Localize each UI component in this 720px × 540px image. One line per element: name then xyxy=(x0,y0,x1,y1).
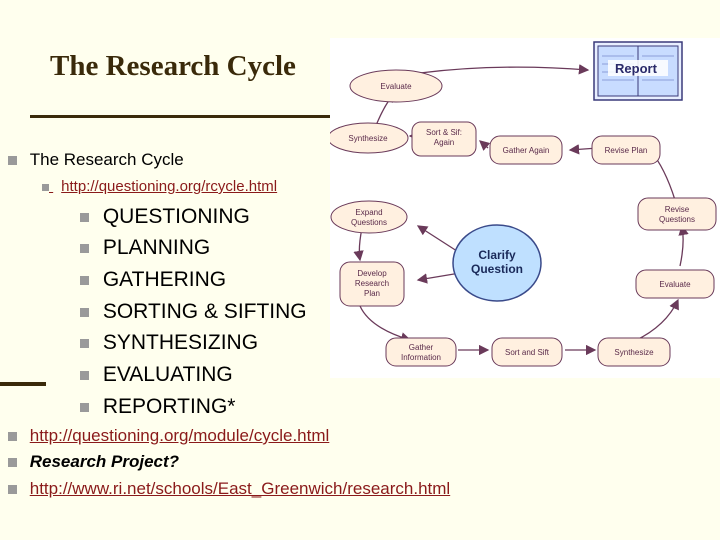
bullet-square-icon xyxy=(80,402,89,412)
bullet-square-icon xyxy=(80,212,89,222)
slide-title: The Research Cycle xyxy=(50,50,296,82)
node-evaluate-top xyxy=(349,69,443,103)
label-expand-questions-2: Questions xyxy=(351,218,387,227)
label-revise-plan: Revise Plan xyxy=(605,146,648,155)
label-evaluate-right: Evaluate xyxy=(659,280,691,289)
bullet-square-icon xyxy=(8,432,17,442)
label-clarify-2: Question xyxy=(471,262,523,276)
link-east-greenwich[interactable]: http://www.ri.net/schools/East_Greenwich… xyxy=(8,479,450,499)
cycle-diagram-svg: Report Evaluate Synthesiz xyxy=(330,41,717,367)
label-sort-sift-again-1: Sort & Sif: xyxy=(426,128,462,137)
label-evaluate-top: Evaluate xyxy=(380,82,412,91)
left-divider xyxy=(0,382,46,386)
node-develop-plan xyxy=(339,261,405,307)
node-gather-again xyxy=(489,135,563,165)
link-text[interactable]: http://www.ri.net/schools/East_Greenwich… xyxy=(29,479,451,498)
research-cycle-diagram: Report Evaluate Synthesiz xyxy=(330,38,720,378)
bullet-square-icon xyxy=(80,275,89,285)
stage-label: PLANNING xyxy=(102,236,211,259)
bullet-research-project: Research Project? xyxy=(8,452,179,472)
arrow-evaluate-revisequestions xyxy=(678,224,689,267)
report-book-icon: Report xyxy=(593,41,683,101)
node-synthesize-top xyxy=(330,122,409,154)
report-label: Report xyxy=(615,61,658,76)
label-synthesize-bottom: Synthesize xyxy=(614,348,654,357)
stage-sorting-sifting: SORTING & SIFTING xyxy=(80,300,307,324)
stage-synthesizing: SYNTHESIZING xyxy=(80,331,258,355)
title-divider xyxy=(30,115,330,118)
label-revise-questions-2: Questions xyxy=(659,215,695,224)
bullet-square-icon xyxy=(8,485,17,495)
bullet-research-cycle: The Research Cycle xyxy=(8,150,184,170)
stage-label: QUESTIONING xyxy=(102,205,250,228)
stage-label: SYNTHESIZING xyxy=(102,331,259,354)
link-module-cycle[interactable]: http://questioning.org/module/cycle.html xyxy=(8,426,329,446)
node-expand-questions xyxy=(330,200,408,234)
node-gather-information xyxy=(385,337,457,367)
bullet-square-icon xyxy=(80,307,89,317)
stage-label: REPORTING* xyxy=(102,395,236,418)
node-evaluate-right xyxy=(635,269,715,299)
arrow-plan-gather xyxy=(359,305,412,343)
label-expand-questions-1: Expand xyxy=(355,208,382,217)
bullet-square-icon xyxy=(80,338,89,348)
bullet-text: The Research Cycle xyxy=(29,150,184,169)
arrow-synthesize-evaluate-right xyxy=(629,298,679,344)
stage-questioning: QUESTIONING xyxy=(80,205,250,229)
stage-planning: PLANNING xyxy=(80,236,210,260)
arrow-clarify-expand xyxy=(416,225,461,254)
node-revise-plan xyxy=(591,135,661,165)
stage-label: GATHERING xyxy=(102,268,227,291)
label-clarify-1: Clarify xyxy=(478,248,516,262)
cycle-arrows xyxy=(353,64,689,356)
bullet-square-icon xyxy=(80,243,89,253)
stage-gathering: GATHERING xyxy=(80,268,226,292)
link-text[interactable]: http://questioning.org/rcycle.html xyxy=(61,178,278,195)
label-sort-sift-again-2: Again xyxy=(434,138,454,147)
bullet-square-icon xyxy=(8,156,17,166)
label-gather-again: Gather Again xyxy=(503,146,550,155)
label-develop-plan-3: Plan xyxy=(364,289,380,298)
stage-label: SORTING & SIFTING xyxy=(102,300,307,323)
bullet-square-icon xyxy=(8,458,17,468)
label-gather-information-1: Gather xyxy=(409,343,434,352)
bullet-square-icon xyxy=(80,370,89,380)
bullet-square-icon xyxy=(42,183,49,191)
bullet-text: Research Project? xyxy=(29,452,180,471)
node-sort-sift-again xyxy=(411,121,477,157)
label-develop-plan-2: Research xyxy=(355,279,389,288)
label-sort-and-sift: Sort and Sift xyxy=(505,348,550,357)
node-sort-and-sift xyxy=(491,337,563,367)
node-revise-questions xyxy=(637,197,717,231)
arrow-clarify-plan xyxy=(416,272,461,284)
link-rcycle[interactable]: http://questioning.org/rcycle.html xyxy=(42,178,277,195)
label-develop-plan-1: Develop xyxy=(357,269,387,278)
node-clarify-question xyxy=(452,224,542,302)
stage-evaluating: EVALUATING xyxy=(80,363,233,387)
arrow-evaluate-report xyxy=(419,64,590,75)
label-gather-information-2: Information xyxy=(401,353,441,362)
link-text[interactable]: http://questioning.org/module/cycle.html xyxy=(29,426,330,445)
stage-label: EVALUATING xyxy=(102,363,233,386)
stage-reporting: REPORTING* xyxy=(80,395,235,419)
arrow-gather-sortsift xyxy=(479,140,491,151)
label-revise-questions-1: Revise xyxy=(665,205,690,214)
label-synthesize-top: Synthesize xyxy=(348,134,388,143)
node-synthesize-bottom xyxy=(597,337,671,367)
